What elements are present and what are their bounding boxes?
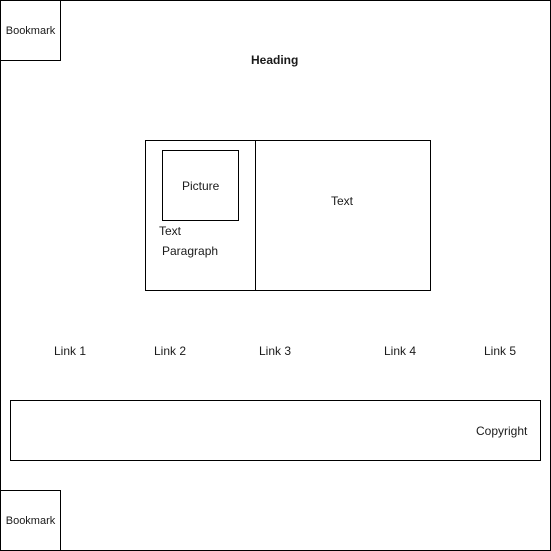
bookmark-top[interactable]: Bookmark [0, 0, 61, 61]
nav-link-5[interactable]: Link 5 [484, 344, 517, 358]
nav-link-4[interactable]: Link 4 [384, 344, 417, 358]
right-text-label: Text [331, 194, 354, 208]
left-text-label: Text [159, 224, 182, 238]
copyright-label: Copyright [476, 424, 528, 438]
content-right-panel [255, 140, 431, 291]
nav-link-3[interactable]: Link 3 [259, 344, 292, 358]
bookmark-top-label: Bookmark [5, 24, 56, 37]
nav-link-2[interactable]: Link 2 [154, 344, 187, 358]
bookmark-bottom[interactable]: Bookmark [0, 490, 61, 551]
page-heading: Heading [251, 53, 299, 67]
nav-link-1[interactable]: Link 1 [54, 344, 87, 358]
bookmark-bottom-label: Bookmark [5, 514, 56, 527]
picture-placeholder [162, 150, 239, 221]
footer-bar [10, 400, 541, 461]
picture-label: Picture [182, 179, 220, 193]
paragraph-label: Paragraph [162, 244, 219, 258]
